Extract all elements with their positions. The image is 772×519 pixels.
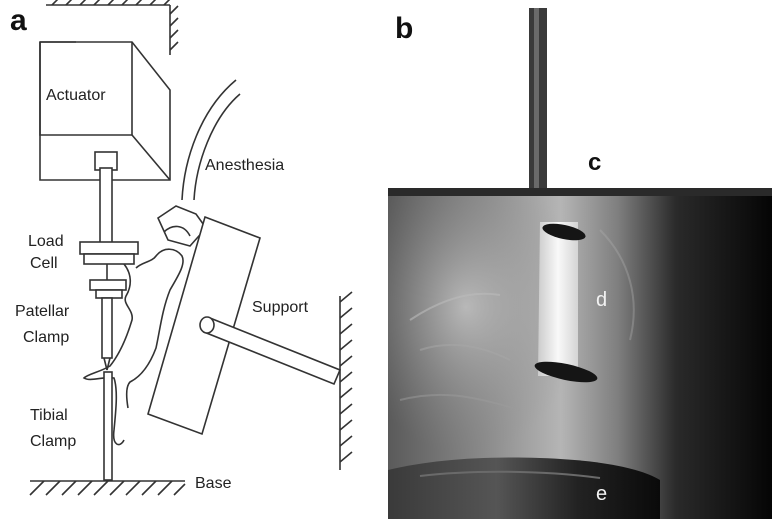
clamp-label-2: Clamp [30, 433, 76, 450]
panel-letter-c: c [588, 149, 601, 176]
load-cell [80, 242, 138, 264]
load-label: Load [28, 233, 64, 250]
actuator-rod [95, 152, 117, 246]
panel-letter-a: a [10, 4, 27, 37]
support-wall [340, 292, 352, 470]
cell-label: Cell [30, 255, 58, 272]
tibial-label: Tibial [30, 407, 68, 424]
base [30, 481, 185, 495]
patellar-clamp [90, 264, 126, 370]
clamp-label-1: Clamp [23, 329, 69, 346]
photo-label-d: d [596, 289, 607, 311]
photo-panel: b c d e [388, 8, 772, 519]
actuator-label: Actuator [46, 87, 106, 104]
patellar-label: Patellar [15, 303, 70, 320]
schematic-panel: a Actuator Load Cell [10, 0, 352, 495]
photo-label-e: e [596, 483, 607, 505]
base-label: Base [195, 475, 232, 492]
panel-letter-b: b [395, 12, 413, 45]
anesthesia-label: Anesthesia [205, 157, 284, 174]
tibial-clamp [104, 372, 112, 480]
photo-image [388, 188, 772, 519]
support-label: Support [252, 299, 309, 316]
